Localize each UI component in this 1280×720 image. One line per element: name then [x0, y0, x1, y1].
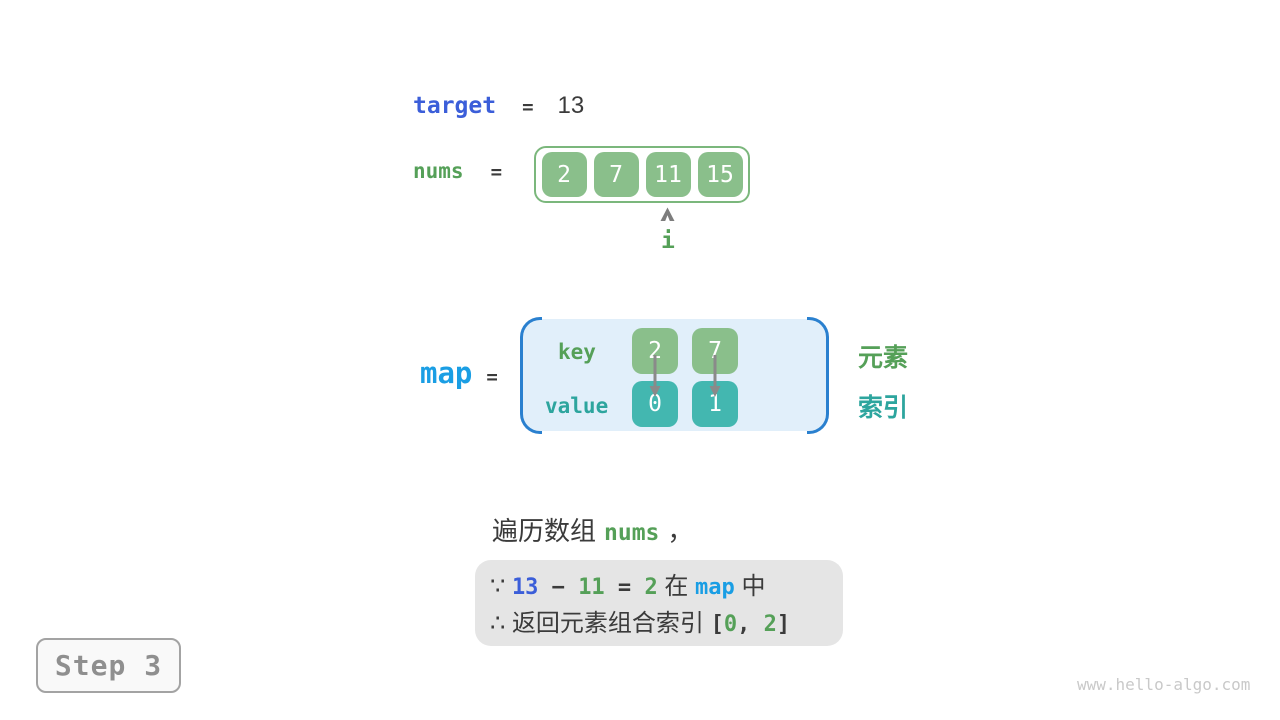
because-symbol: ∵: [490, 573, 512, 600]
pointer-caret-icon: [659, 206, 676, 223]
map-key-label: key: [558, 340, 596, 364]
index-2-token: 2: [763, 612, 777, 637]
map-token: map: [695, 575, 735, 600]
step-badge: Step 3: [36, 638, 181, 693]
close-bracket: ]: [776, 612, 791, 637]
map-right-bracket: [807, 317, 829, 434]
nums-assignment: nums =: [413, 159, 502, 183]
map-key-cell-0: 2: [632, 328, 678, 374]
nums-variable: nums: [413, 159, 464, 183]
caption-nums-token: nums: [604, 520, 660, 546]
in-suffix-text: 中: [734, 573, 766, 600]
caption-comma: ，: [667, 516, 694, 546]
map-variable: map: [420, 356, 473, 390]
map-value-cell-0: 0: [632, 381, 678, 427]
array-cell-2: 11: [645, 152, 691, 197]
statement-line-1: ∵ 13 − 11 = 2 在 map 中: [490, 569, 843, 606]
map-key-cell-1: 7: [692, 328, 738, 374]
target-variable: target: [413, 93, 497, 119]
target-token: 13: [511, 575, 539, 600]
pointer-label: i: [661, 228, 675, 254]
map-value-label: value: [545, 394, 609, 418]
caption-text: 遍历数组: [492, 516, 597, 546]
array-cell-0: 2: [541, 152, 587, 197]
in-text: 在: [657, 573, 696, 600]
array-cell-3: 15: [697, 152, 743, 197]
comma: ,: [737, 612, 764, 637]
caption-line: 遍历数组 nums ，: [492, 511, 693, 548]
conclusion-box: ∵ 13 − 11 = 2 在 map 中 ∴ 返回元素组合索引 [0, 2]: [475, 560, 843, 646]
equals-sign: =: [490, 161, 503, 183]
minus-sign: −: [538, 575, 579, 600]
index-side-label: 索引: [858, 394, 909, 422]
equals-sign: =: [486, 366, 498, 388]
equals-sign: =: [522, 96, 534, 118]
target-assignment: target = 13: [413, 92, 584, 120]
equals-sign: =: [604, 575, 645, 600]
map-left-bracket: [520, 317, 542, 434]
index-0-token: 0: [723, 612, 738, 637]
map-assignment: map =: [420, 356, 498, 390]
statement-line-2: ∴ 返回元素组合索引 [0, 2]: [490, 606, 843, 643]
current-num-token: 11: [578, 575, 605, 600]
target-value: 13: [557, 92, 585, 119]
array-cell-1: 7: [593, 152, 639, 197]
step-badge-label: Step 3: [54, 649, 163, 682]
nums-array: 2 7 11 15: [534, 146, 750, 203]
element-side-label: 元素: [858, 344, 909, 372]
therefore-text: ∴ 返回元素组合索引: [490, 610, 711, 637]
complement-token: 2: [644, 575, 658, 600]
open-bracket: [: [710, 612, 724, 637]
site-watermark: www.hello-algo.com: [1077, 675, 1251, 694]
map-value-cell-1: 1: [692, 381, 738, 427]
